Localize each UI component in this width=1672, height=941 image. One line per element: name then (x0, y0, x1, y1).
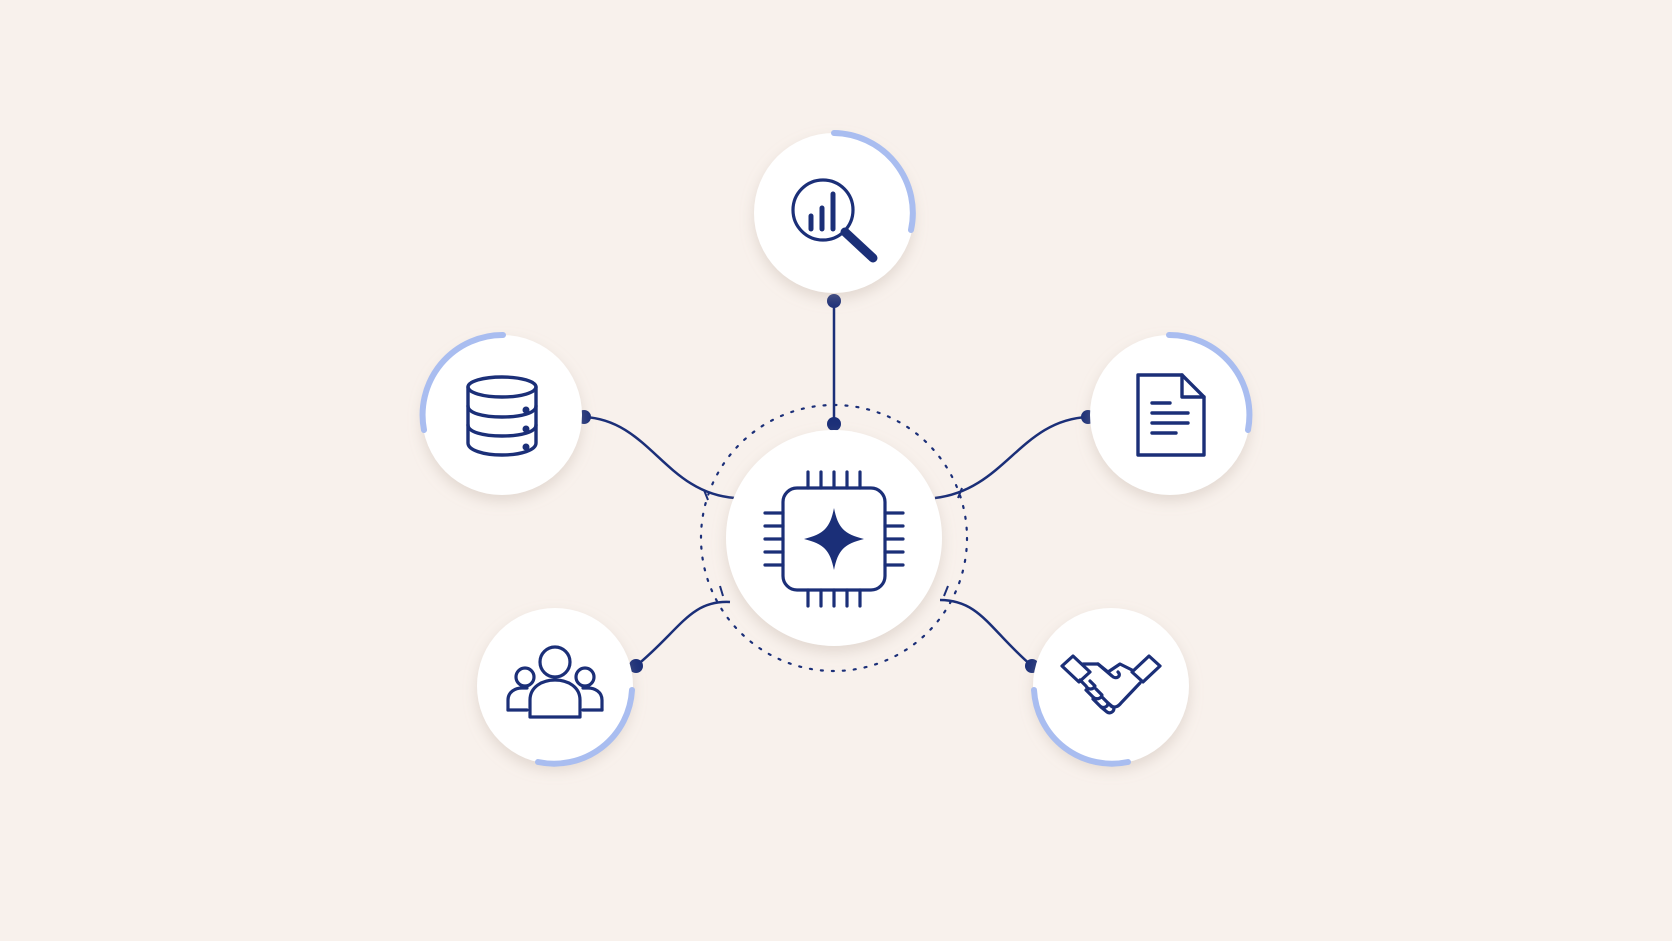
people-group-icon (506, 645, 604, 719)
satellite-node-team[interactable] (477, 608, 635, 767)
magnifier-bar-chart-icon (791, 178, 878, 263)
connector-partnership (939, 598, 1033, 667)
orbit-ticks (703, 487, 963, 597)
connector-team (635, 600, 731, 667)
connector-document (934, 415, 1089, 500)
progress-arc (1031, 687, 1131, 767)
connectors (583, 301, 1089, 667)
satellite-node-analytics[interactable] (754, 130, 916, 293)
progress-arc (419, 331, 506, 433)
satellite-node-partnership[interactable] (1031, 608, 1189, 767)
ai-chip-sparkle-icon (763, 470, 905, 608)
center-node[interactable] (726, 430, 942, 646)
satellite-node-database[interactable] (419, 331, 582, 495)
connector-dot (827, 417, 841, 431)
connector-dot (827, 294, 841, 308)
database-icon (466, 375, 538, 457)
progress-arc (1166, 331, 1253, 433)
connector-database (583, 415, 736, 500)
connector-dot (629, 659, 643, 673)
satellite-node-document[interactable] (1090, 331, 1253, 495)
handshake-icon (1060, 654, 1162, 715)
progress-arc (535, 687, 635, 767)
progress-arc (831, 130, 916, 233)
document-icon (1136, 373, 1206, 457)
